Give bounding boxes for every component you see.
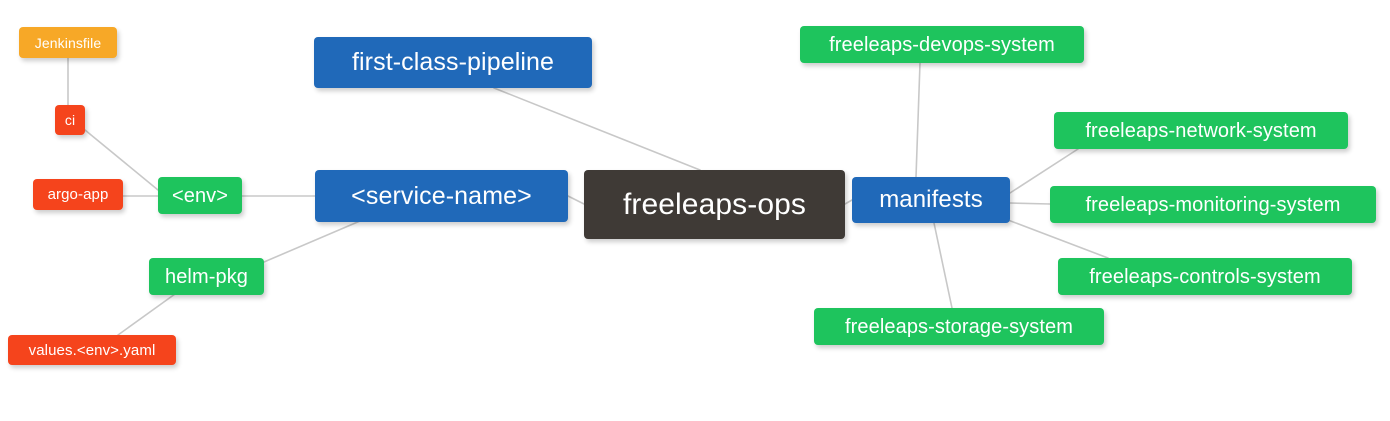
node-label-jenkinsfile: Jenkinsfile [34, 34, 102, 51]
edge-ops-manifests [844, 199, 853, 205]
node-values-env-yaml[interactable]: values.<env>.yaml [8, 335, 176, 365]
node-label-values-env-yaml: values.<env>.yaml [28, 341, 156, 359]
edge-manifests-controls [1007, 219, 1109, 259]
edge-manifests-devops [915, 62, 921, 178]
node-manifests[interactable]: manifests [852, 177, 1010, 223]
node-freeleaps-ops[interactable]: freeleaps-ops [584, 170, 845, 239]
node-label-freeleaps-monitoring-system: freeleaps-monitoring-system [1085, 193, 1341, 216]
node-label-freeleaps-devops-system: freeleaps-devops-system [829, 33, 1055, 56]
node-ci[interactable]: ci [55, 105, 85, 135]
node-helm-pkg[interactable]: helm-pkg [149, 258, 264, 295]
node-service-name[interactable]: <service-name> [315, 170, 568, 222]
node-label-service-name: <service-name> [351, 181, 532, 210]
node-label-freeleaps-controls-system: freeleaps-controls-system [1089, 265, 1321, 288]
node-freeleaps-network-system[interactable]: freeleaps-network-system [1054, 112, 1348, 149]
node-jenkinsfile[interactable]: Jenkinsfile [19, 27, 117, 58]
node-label-freeleaps-network-system: freeleaps-network-system [1085, 119, 1317, 142]
node-label-env: <env> [171, 184, 229, 207]
edge-ops-pipeline [493, 87, 701, 171]
node-freeleaps-controls-system[interactable]: freeleaps-controls-system [1058, 258, 1352, 295]
node-label-manifests: manifests [879, 186, 983, 213]
node-label-helm-pkg: helm-pkg [164, 265, 249, 288]
edge-ops-service [567, 195, 585, 205]
node-freeleaps-devops-system[interactable]: freeleaps-devops-system [800, 26, 1084, 63]
node-argo-app[interactable]: argo-app [33, 179, 123, 210]
edge-helm-values [117, 293, 176, 336]
node-label-first-class-pipeline: first-class-pipeline [351, 48, 555, 76]
node-label-freeleaps-ops: freeleaps-ops [622, 187, 807, 221]
edge-manifests-storage [933, 222, 953, 309]
edge-service-helm [263, 220, 361, 263]
node-first-class-pipeline[interactable]: first-class-pipeline [314, 37, 592, 88]
node-freeleaps-monitoring-system[interactable]: freeleaps-monitoring-system [1050, 186, 1376, 223]
node-env[interactable]: <env> [158, 177, 242, 214]
edge-manifests-monitoring [1009, 202, 1051, 205]
node-label-argo-app: argo-app [47, 186, 109, 203]
node-label-ci: ci [64, 112, 76, 128]
node-freeleaps-storage-system[interactable]: freeleaps-storage-system [814, 308, 1104, 345]
node-label-freeleaps-storage-system: freeleaps-storage-system [844, 315, 1074, 338]
